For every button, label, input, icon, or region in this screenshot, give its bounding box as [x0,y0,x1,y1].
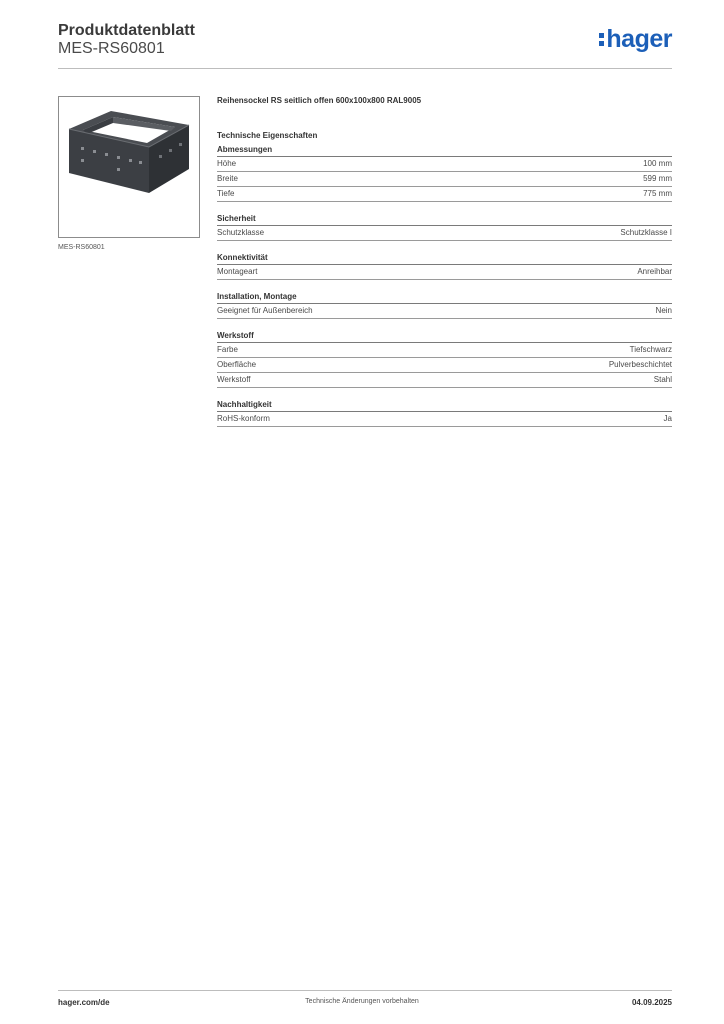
footer-date: 04.09.2025 [631,998,672,1007]
property-row: Höhe 100 mm [217,157,672,172]
property-value: 775 mm [643,189,672,198]
document-title: Produktdatenblatt [58,22,195,39]
product-details: Reihensockel RS seitlich offen 600x100x8… [217,96,672,427]
property-value: Ja [663,414,672,423]
section-title: Technische Eigenschaften [217,131,318,140]
property-label: Farbe [217,345,238,354]
logo-text: hager [606,25,672,53]
footer-notice: Technische Änderungen vorbehalten [305,998,419,1005]
property-row: Tiefe 775 mm [217,187,672,202]
property-label: Breite [217,174,238,183]
logo-colon-icon [599,33,605,46]
product-name: Reihensockel RS seitlich offen 600x100x8… [217,96,422,105]
footer-divider [58,990,672,991]
property-label: Montageart [217,267,258,276]
property-label: Schutzklasse [217,228,265,237]
plinth-base-icon [68,111,190,193]
property-row: RoHS-konform Ja [217,412,672,427]
group-title: Installation, Montage [217,292,672,304]
property-value: Tiefschwarz [629,345,672,354]
group-title: Nachhaltigkeit [217,400,672,412]
property-label: Höhe [217,159,237,168]
property-value: Anreihbar [637,267,672,276]
property-label: Tiefe [217,189,235,198]
property-row: Montageart Anreihbar [217,265,672,280]
product-image [58,96,200,238]
document-subtitle: MES-RS60801 [58,40,165,57]
header-divider [58,68,672,69]
property-label: Oberfläche [217,360,257,369]
group-title: Sicherheit [217,214,672,226]
image-caption: MES-RS60801 [58,244,105,251]
group-title: Werkstoff [217,331,672,343]
hager-logo: hager [598,26,672,52]
group-title: Konnektivität [217,253,672,265]
footer-website-link[interactable]: hager.com/de [58,998,110,1007]
property-value: Nein [655,306,672,315]
property-row: Schutzklasse Schutzklasse I [217,226,672,241]
property-row: Werkstoff Stahl [217,373,672,388]
page-header: Produktdatenblatt MES-RS60801 hager [58,20,672,68]
property-label: RoHS-konform [217,414,270,423]
property-value: Schutzklasse I [620,228,672,237]
property-value: Stahl [653,375,672,384]
property-row: Oberfläche Pulverbeschichtet [217,358,672,373]
group-title: Abmessungen [217,145,672,157]
property-value: 100 mm [643,159,672,168]
property-value: 599 mm [643,174,672,183]
property-label: Werkstoff [217,375,251,384]
property-value: Pulverbeschichtet [608,360,672,369]
property-label: Geeignet für Außenbereich [217,306,313,315]
property-row: Farbe Tiefschwarz [217,343,672,358]
property-row: Breite 599 mm [217,172,672,187]
property-row: Geeignet für Außenbereich Nein [217,304,672,319]
